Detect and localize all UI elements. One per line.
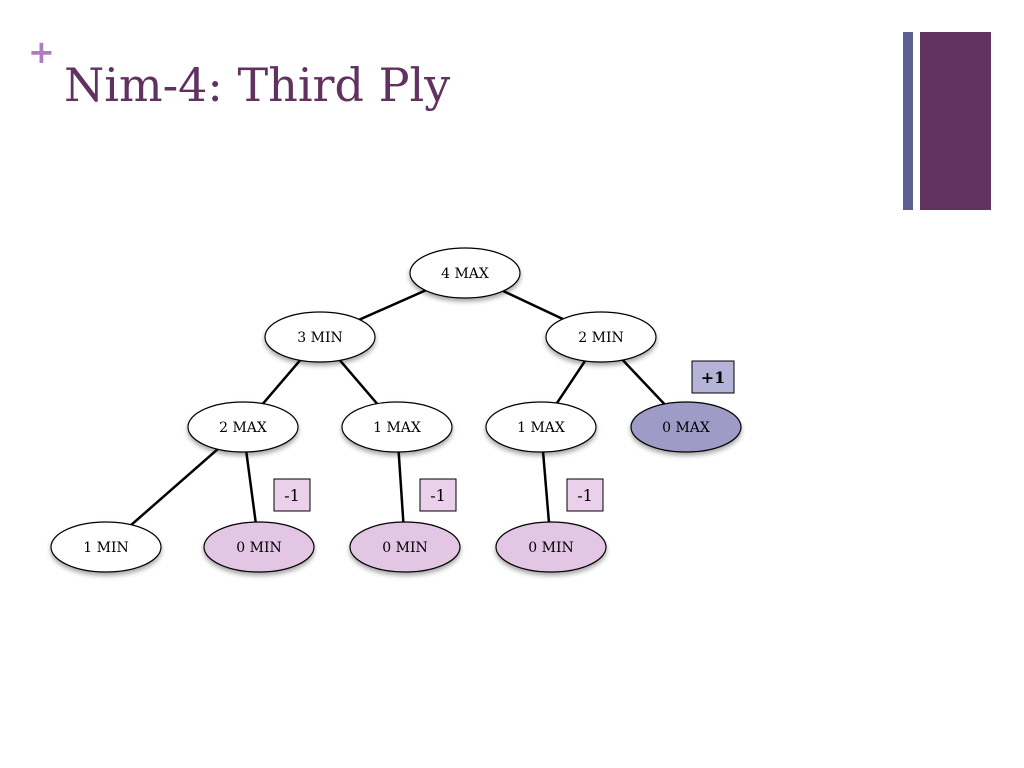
score-label: +1 <box>701 368 726 387</box>
tree-node-ellipse <box>264 311 376 363</box>
score-box-rect <box>691 360 735 394</box>
tree-node-ellipse <box>630 401 742 453</box>
plus-icon: + <box>28 33 55 71</box>
tree-edge-n2min-n0max <box>621 359 666 405</box>
slide-title: Nim-4: Third Ply <box>64 58 451 112</box>
tree-node-label: 1 MAX <box>517 420 565 436</box>
score-box-s_minus1_b: -1 <box>419 478 457 512</box>
score-box-rect <box>419 478 457 512</box>
score-box-rect <box>273 478 311 512</box>
tree-node-label: 3 MIN <box>297 330 342 346</box>
tree-node-n4max: 4 MAX <box>409 247 521 299</box>
tree-edge-n4max-n2min <box>502 289 564 321</box>
score-label: -1 <box>430 486 446 505</box>
tree-node-n1max_b: 1 MAX <box>485 401 597 453</box>
tree-node-label: 1 MIN <box>83 540 128 556</box>
tree-nodes: 4 MAX 3 MIN 2 MIN 2 MAX 1 MAX 1 MAX 0 MAX 1 MIN… <box>50 247 742 573</box>
tree-node-n0min_a: 0 MIN <box>203 521 315 573</box>
tree-edge-n2max-n1min <box>130 448 219 526</box>
score-box-rect <box>566 478 604 512</box>
score-label: -1 <box>577 486 593 505</box>
decorative-bar-thick <box>920 32 991 210</box>
tree-edge-n4max-n3min <box>358 289 427 321</box>
tree-node-ellipse <box>485 401 597 453</box>
tree-node-ellipse <box>341 401 453 453</box>
tree-edges <box>130 289 666 526</box>
tree-edge-n1max_a-n0min_b <box>397 451 405 523</box>
tree-node-label: 4 MAX <box>441 266 489 282</box>
tree-scores: +1 -1 -1 -1 <box>273 360 735 512</box>
tree-node-ellipse <box>545 311 657 363</box>
tree-node-label: 0 MIN <box>528 540 573 556</box>
tree-node-ellipse <box>409 247 521 299</box>
tree-edge-n3min-n1max_a <box>338 359 379 405</box>
tree-node-label: 2 MIN <box>578 330 623 346</box>
score-box-s_minus1_a: -1 <box>273 478 311 512</box>
score-box-s_plus1: +1 <box>691 360 735 394</box>
tree-edge-n3min-n2max <box>261 359 302 405</box>
tree-node-n2min: 2 MIN <box>545 311 657 363</box>
tree-node-n0max: 0 MAX <box>630 401 742 453</box>
tree-node-label: 0 MAX <box>662 420 710 436</box>
score-label: -1 <box>284 486 300 505</box>
decorative-bar-thin <box>903 32 913 210</box>
tree-node-ellipse <box>50 521 162 573</box>
tree-node-n3min: 3 MIN <box>264 311 376 363</box>
tree-node-n0min_b: 0 MIN <box>349 521 461 573</box>
tree-node-ellipse <box>187 401 299 453</box>
tree-node-label: 0 MIN <box>236 540 281 556</box>
tree-node-label: 0 MIN <box>382 540 427 556</box>
tree-node-ellipse <box>349 521 461 573</box>
tree-node-label: 2 MAX <box>219 420 267 436</box>
score-box-s_minus1_c: -1 <box>566 478 604 512</box>
tree-node-n0min_c: 0 MIN <box>495 521 607 573</box>
tree-node-label: 1 MAX <box>373 420 421 436</box>
tree-edge-n2max-n0min_a <box>245 451 257 523</box>
tree-node-ellipse <box>203 521 315 573</box>
tree-node-n2max: 2 MAX <box>187 401 299 453</box>
tree-node-ellipse <box>495 521 607 573</box>
tree-edge-n1max_b-n0min_c <box>541 451 551 523</box>
tree-edge-n2min-n1max_b <box>555 360 587 404</box>
tree-node-n1min: 1 MIN <box>50 521 162 573</box>
tree-node-n1max_a: 1 MAX <box>341 401 453 453</box>
